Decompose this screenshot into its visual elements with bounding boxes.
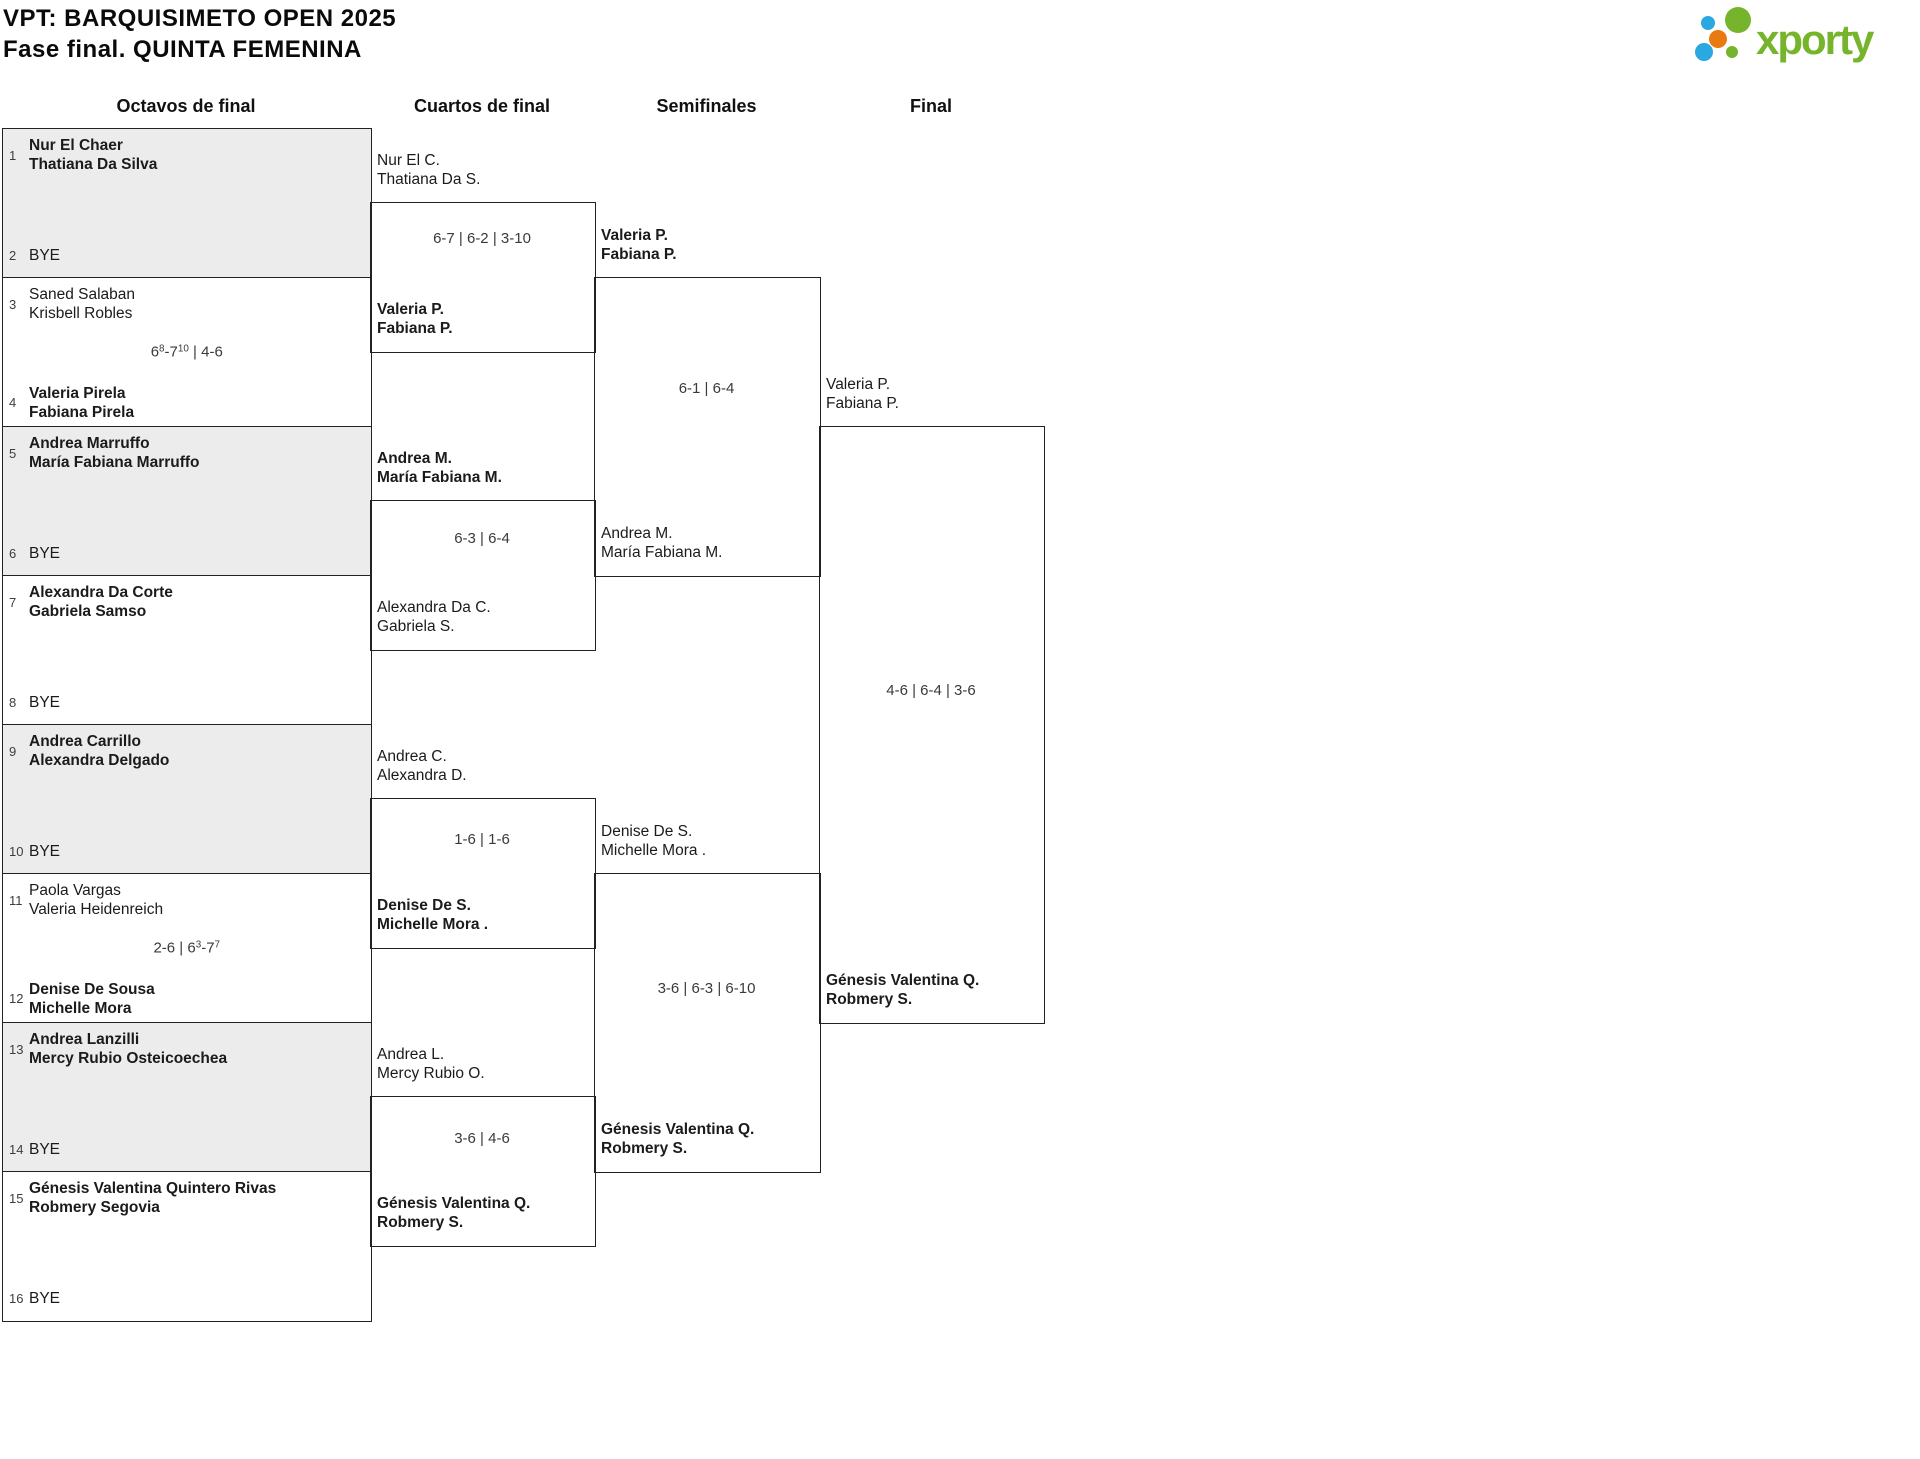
seed-number: 11	[9, 892, 23, 908]
participant-slot: 16 BYE	[9, 1289, 363, 1308]
round-header-cuartos: Cuartos de final	[413, 96, 551, 116]
round-header-semifinales: Semifinales	[656, 96, 757, 116]
participant-slot: 14 BYE	[9, 1140, 363, 1159]
bye-label: BYE	[29, 842, 61, 860]
team-label: Génesis Valentina Q.Robmery S.	[377, 1195, 531, 1231]
tournament-title-line2: Fase final. QUINTA FEMENINA	[3, 36, 362, 63]
match-score: 6-3 | 6-4	[454, 530, 510, 547]
match-score: 2-6 | 63-77	[153, 939, 221, 957]
team-label: Denise De S.Michelle Mora .	[377, 897, 489, 933]
participant-slot: 6 BYE	[9, 544, 363, 563]
seed-number: 7	[9, 594, 17, 610]
team-label: Andrea L.Mercy Rubio O.	[377, 1046, 485, 1082]
participant-slot: 10 BYE	[9, 842, 363, 861]
seed-number: 3	[9, 296, 17, 312]
seed-number: 8	[9, 694, 17, 710]
seed-number: 9	[9, 743, 17, 759]
bye-label: BYE	[29, 693, 61, 711]
seed-number: 10	[9, 843, 24, 859]
match-score: 4-6 | 6-4 | 3-6	[886, 682, 976, 699]
bye-label: BYE	[29, 1289, 61, 1307]
seed-number: 5	[9, 445, 17, 461]
seed-number: 2	[9, 247, 17, 263]
logo-dot-blue-large	[1695, 43, 1713, 61]
logo-dot-orange	[1709, 30, 1727, 48]
team-label: Valeria P.Fabiana P.	[377, 301, 453, 337]
seed-number: 4	[9, 395, 17, 410]
final-match-box	[819, 426, 1045, 1024]
participant-slot: 2 BYE	[9, 246, 363, 265]
logo-dot-blue-small	[1701, 16, 1715, 30]
match-score: 68-710 | 4-6	[150, 343, 223, 361]
bye-label: BYE	[29, 1140, 61, 1158]
seed-number: 15	[9, 1190, 24, 1206]
match-score: 6-1 | 6-4	[678, 380, 735, 397]
team-label: Valeria P.Fabiana P.	[601, 227, 677, 263]
match-score: 6-7 | 6-2 | 3-10	[433, 230, 531, 247]
logo-dot-green-large	[1725, 7, 1751, 33]
tournament-title-line1: VPT: BARQUISIMETO OPEN 2025	[3, 5, 397, 32]
round-header-final: Final	[909, 96, 952, 116]
bye-label: BYE	[29, 246, 61, 264]
bye-label: BYE	[29, 544, 61, 562]
seed-number: 14	[9, 1141, 24, 1157]
team-label: Génesis Valentina Q.Robmery S.	[601, 1121, 755, 1157]
seed-number: 1	[9, 147, 17, 163]
seed-number: 16	[9, 1290, 24, 1306]
team-label: Andrea M.María Fabiana M.	[601, 525, 723, 561]
match-score: 3-6 | 4-6	[454, 1130, 510, 1147]
team-label: Valeria P.Fabiana P.	[826, 376, 899, 412]
seed-number: 12	[9, 991, 24, 1006]
round-header-octavos: Octavos de final	[116, 96, 256, 116]
team-label: Nur El C.Thatiana Da S.	[377, 152, 481, 188]
team-label: Denise De S.Michelle Mora .	[601, 823, 707, 859]
team-label: Andrea C.Alexandra D.	[377, 748, 467, 784]
tournament-title: VPT: BARQUISIMETO OPEN 2025 Fase final. …	[3, 3, 396, 65]
cuartos-match-4-box	[370, 1096, 596, 1247]
logo-wordmark: xporty	[1756, 16, 1874, 63]
seed-number: 13	[9, 1041, 24, 1057]
match-score: 3-6 | 6-3 | 6-10	[657, 980, 756, 997]
cuartos-match-2-box	[370, 500, 596, 651]
participant-slot: 8 BYE	[9, 693, 363, 712]
team-label: Alexandra Da C.Gabriela S.	[377, 599, 491, 635]
logo-dot-green-small	[1726, 46, 1738, 58]
seed-number: 6	[9, 545, 17, 561]
team-label: Andrea M.María Fabiana M.	[377, 450, 502, 486]
team-label: Génesis Valentina Q.Robmery S.	[826, 972, 980, 1008]
match-score: 1-6 | 1-6	[454, 831, 510, 848]
